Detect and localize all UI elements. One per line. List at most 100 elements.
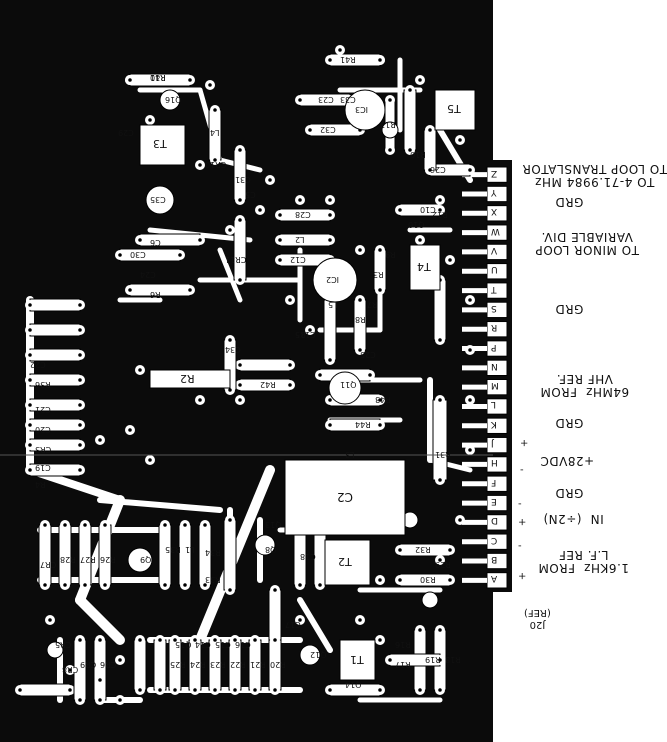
component-label: CR5 [55, 640, 72, 649]
pad-hole [228, 228, 232, 232]
pad-hole [78, 468, 82, 472]
component-label: T4 [417, 260, 431, 273]
component-label: R30 [420, 575, 436, 584]
part-body [119, 248, 181, 262]
component-label: C24 [140, 270, 156, 279]
round-part [381, 121, 399, 139]
pad-hole [418, 238, 422, 242]
pad-hole [228, 588, 232, 592]
pad-hole [118, 658, 122, 662]
component-label: Q8 [265, 545, 277, 554]
pad-hole [328, 688, 332, 692]
pin-letter-Y: Y [491, 186, 497, 197]
pad-hole [63, 523, 67, 527]
part-body [432, 399, 448, 481]
pad-hole [378, 578, 382, 582]
component-label: R36 [35, 380, 51, 389]
pad-hole [138, 238, 142, 242]
pin-letter-L: L [491, 399, 497, 410]
part-body [178, 524, 192, 586]
component-label: C14 [195, 640, 211, 649]
component-label: C20 [35, 425, 51, 434]
pad-hole [233, 688, 237, 692]
side-label: TO 4-71.9984 MHz TO LOOP TRANSLATOR [522, 162, 667, 189]
pin-letter-T: T [491, 283, 497, 294]
pad-hole [78, 403, 82, 407]
component-bodies [139, 89, 476, 681]
pad-hole [78, 378, 82, 382]
part-body [133, 639, 147, 691]
component-label: R3 [373, 270, 384, 279]
component-label: T5 [447, 102, 461, 115]
pad-hole [338, 48, 342, 52]
pad-hole [213, 688, 217, 692]
pin-letter-X: X [491, 206, 498, 217]
pad-hole [378, 423, 382, 427]
pin-letter-H: H [491, 457, 498, 468]
pad-hole [78, 698, 82, 702]
component-label: C23 [318, 95, 334, 104]
pad-hole [138, 368, 142, 372]
component-label: C33 [340, 95, 356, 104]
pad-hole [358, 248, 362, 252]
pad-hole [128, 78, 132, 82]
component-label: C19 [35, 463, 51, 472]
component-label: L2 [295, 235, 305, 244]
component-body-t1 [339, 639, 376, 681]
component-label: Q13 [265, 520, 282, 529]
component-label: R44 [355, 420, 371, 429]
trace [297, 597, 333, 653]
pad-hole [163, 583, 167, 587]
side-label: +28VDC [540, 454, 595, 468]
component-label: C25 [360, 350, 376, 359]
pin-letter-V: V [491, 244, 498, 255]
component-label: R31 [435, 450, 451, 459]
component-body-c2 [284, 459, 406, 536]
trace [75, 595, 125, 645]
pad-hole [398, 548, 402, 552]
pad-hole [288, 383, 292, 387]
pad-hole [448, 578, 452, 582]
pad-hole [308, 328, 312, 332]
pad-hole [238, 278, 242, 282]
side-label: IN (÷2N) [543, 512, 604, 526]
pin-letter-N: N [491, 360, 498, 371]
part-body [279, 233, 331, 247]
pad-hole [28, 378, 32, 382]
component-label: C32 [320, 125, 336, 134]
round-part [299, 644, 321, 666]
pad-hole [388, 98, 392, 102]
component-label: CR10 [205, 160, 227, 169]
component-label: L4 [210, 128, 220, 137]
pad-hole [438, 688, 442, 692]
part-body [38, 524, 52, 586]
part-body [19, 683, 71, 697]
pad-hole [468, 298, 472, 302]
pin-letter-M: M [491, 380, 499, 391]
pin-letter-Z: Z [491, 167, 498, 178]
component-label: Q9 [140, 555, 152, 564]
component-label: R26 [100, 555, 116, 564]
pad-hole [408, 88, 412, 92]
pad-hole [198, 398, 202, 402]
pad-hole [83, 583, 87, 587]
pad-hole [438, 628, 442, 632]
component-label: C21 [35, 405, 51, 414]
part-body [223, 519, 237, 591]
part-body [323, 299, 337, 361]
component-label: R42 [260, 380, 276, 389]
part-body [268, 589, 282, 641]
pad-hole [238, 363, 242, 367]
pad-hole [253, 688, 257, 692]
pad-hole [238, 198, 242, 202]
pad-hole [273, 638, 277, 642]
component-label: C35 [150, 195, 166, 204]
pad-hole [128, 428, 132, 432]
component-label: C15 [215, 640, 231, 649]
round-part [145, 185, 175, 215]
connector-pin-P [486, 340, 508, 357]
pad-hole [448, 258, 452, 262]
part-body [29, 298, 81, 312]
component-label: R9 [385, 250, 396, 259]
part-body [233, 219, 247, 281]
